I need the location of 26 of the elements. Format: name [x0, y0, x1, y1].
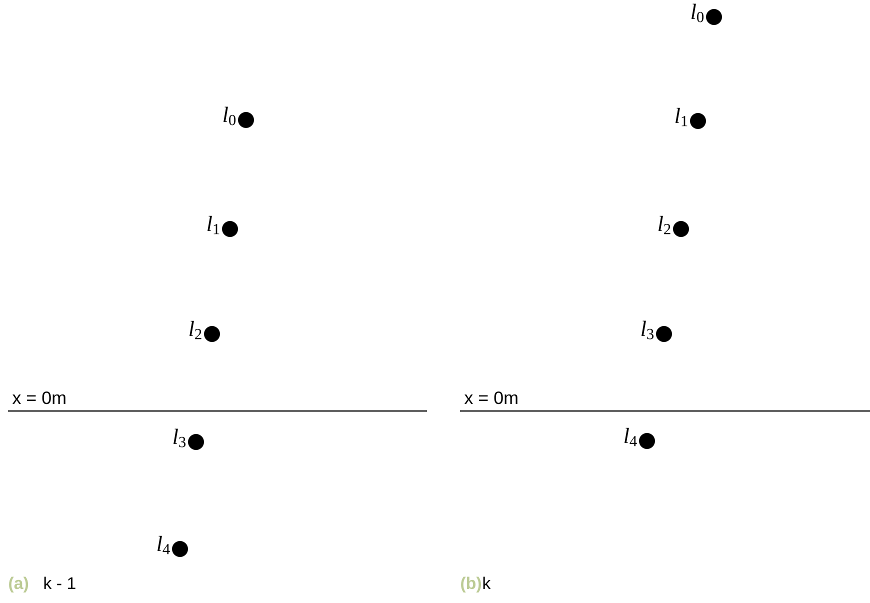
caption: k - 1: [44, 576, 76, 589]
dot: [656, 326, 672, 342]
point-label: l$_{0}$: [692, 4, 704, 22]
point-label: l$_{2}$: [658, 216, 670, 234]
dot: [673, 221, 689, 237]
point-label: l$_{3}$: [642, 320, 654, 340]
dot: [690, 113, 706, 129]
dot: [639, 433, 655, 449]
panel-label: (b): [461, 576, 481, 592]
ground-label: x = 0m: [12, 391, 66, 404]
panel-label: (a): [9, 576, 28, 592]
point-label: l$_{0}$: [224, 106, 236, 126]
point-label: l$_{2}$: [190, 320, 202, 340]
point-label: l$_{4}$: [624, 428, 637, 446]
dot: [706, 9, 722, 25]
dot: [188, 434, 204, 450]
ground-label: x = 0m: [464, 391, 518, 404]
dot: [172, 541, 188, 557]
point-label: l$_{1}$: [208, 216, 220, 234]
dot: [222, 221, 238, 237]
caption: k: [483, 576, 491, 589]
dot: [204, 326, 220, 342]
dot: [238, 112, 254, 128]
point-label: l$_{1}$: [676, 108, 688, 126]
point-label: l$_{3}$: [174, 428, 186, 448]
point-label: l$_{4}$: [158, 536, 170, 554]
